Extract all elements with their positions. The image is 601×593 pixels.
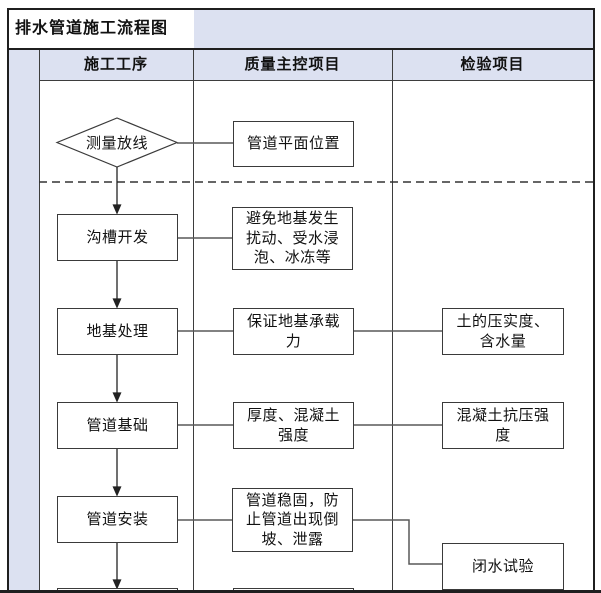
quality-node-avoid-foundation-disturbance: 避免地基发生 扰动、受水浸 泡、冰冻等 — [232, 207, 353, 270]
quality-node-pipe-stability: 管道稳固，防 止管道出现倒 坡、泄露 — [232, 488, 353, 552]
quality-node-thickness-concrete-strength: 厚度、混凝土 强度 — [233, 402, 354, 449]
inspection-node-concrete-compressive-strength: 混凝土抗压强 度 — [442, 402, 564, 449]
header-row-divider — [39, 80, 593, 81]
bottom-cutoff-line — [0, 590, 601, 593]
side-column-fill — [9, 50, 39, 591]
quality-node-pipe-plan-position: 管道平面位置 — [233, 121, 354, 167]
decision-node-survey-layout: 测量放线 — [85, 135, 148, 152]
column-header-inspection: 检验项目 — [460, 56, 525, 73]
column-header-process: 施工工序 — [83, 56, 148, 73]
header-row-fill — [9, 50, 593, 80]
process-node-trench-excavation: 沟槽开发 — [57, 214, 178, 261]
inspection-node-soil-compaction: 土的压实度、 含水量 — [442, 308, 564, 355]
title-row-fill — [194, 10, 593, 48]
quality-node-bearing-capacity: 保证地基承载 力 — [233, 308, 354, 355]
process-node-pipe-installation: 管道安装 — [57, 496, 178, 543]
title-row-divider — [7, 48, 595, 50]
grid-line-col2-col3 — [392, 50, 393, 591]
process-node-foundation-treatment: 地基处理 — [57, 308, 178, 355]
inspection-node-water-tightness-test: 闭水试验 — [442, 543, 564, 590]
page-title: 排水管道施工流程图 — [15, 20, 169, 37]
process-node-pipe-foundation: 管道基础 — [57, 402, 178, 449]
grid-line-side-column — [39, 50, 40, 591]
grid-line-col1-col2 — [193, 50, 194, 591]
column-header-quality: 质量主控项目 — [244, 56, 341, 73]
